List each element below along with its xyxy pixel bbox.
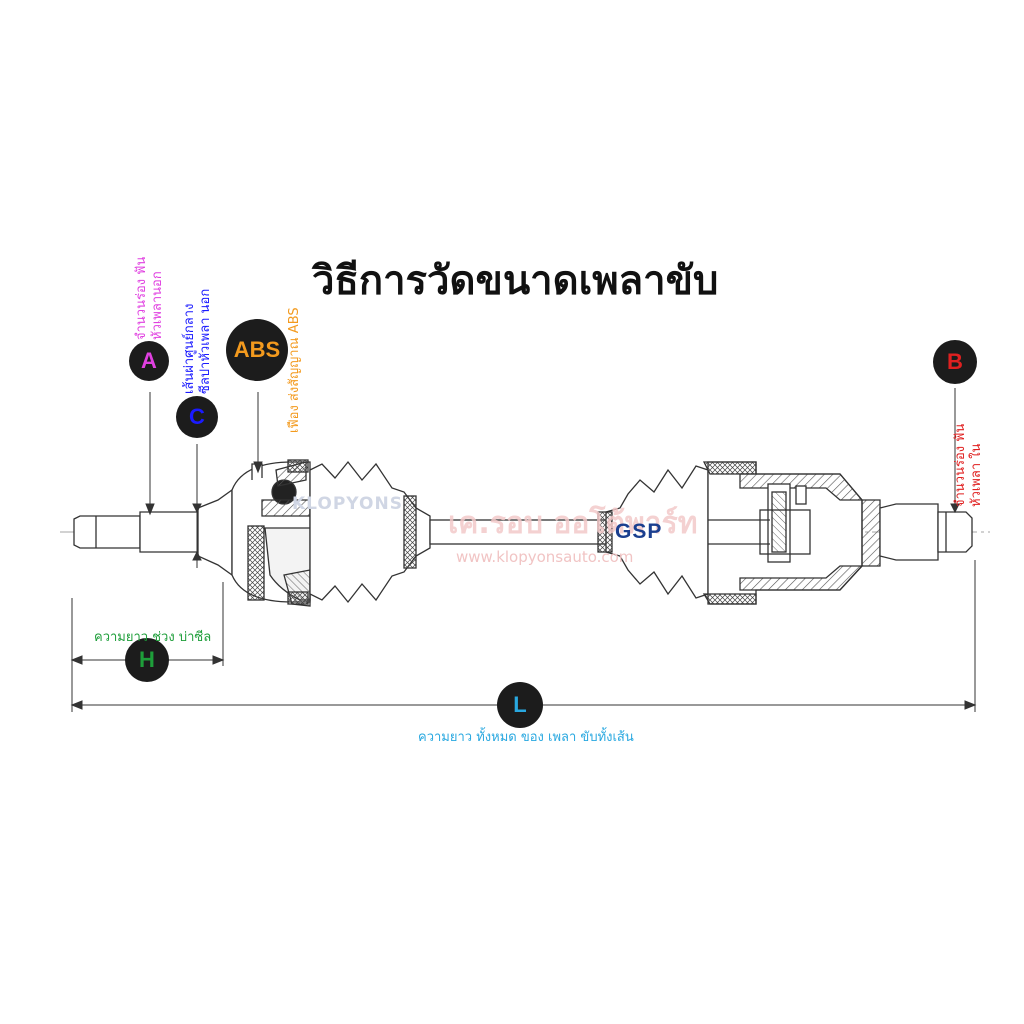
marker-b-badge: B	[933, 340, 977, 384]
marker-c-label-line1: เส้นผ่าศูนย์กลาง	[182, 303, 197, 394]
watermark-shop-name: เค.รอบ ออโต้พาร์ท	[448, 506, 698, 541]
marker-a-badge: A	[129, 341, 169, 381]
marker-c-badge: C	[176, 396, 218, 438]
marker-c-label: เส้นผ่าศูนย์กลาง ซีลปาหัวเพลา นอก	[182, 278, 218, 394]
page-title: วิธีการวัดขนาดเพลาขับ	[312, 258, 719, 304]
marker-h-label: ความยาว ช่วง บ่าซีล	[94, 630, 212, 645]
marker-a-label-line1: จำนวนร่อง ฟัน	[134, 256, 149, 340]
gsp-logo: GSP	[615, 520, 663, 543]
marker-abs-label: เฟือง ส่งสัญญาณ ABS	[287, 307, 302, 433]
outer-stub-shaft	[73, 488, 233, 577]
marker-b-label-line2: หัวเพลา ใน	[969, 443, 984, 507]
main-shaft	[429, 519, 607, 545]
abs-tone-ring	[247, 525, 265, 601]
watermark-logo: KLOPYONS	[292, 494, 403, 514]
leader-lines	[145, 388, 960, 568]
outer-cv-joint	[231, 461, 311, 607]
inner-boot	[597, 465, 709, 599]
marker-l-badge: L	[497, 682, 543, 728]
marker-b-label-line1: จำนวนร่อง ฟัน	[953, 423, 968, 507]
watermark-url: www.klopyonsauto.com	[456, 548, 634, 566]
marker-a-label: จำนวนร่อง ฟัน หัวเพลานอก	[134, 240, 170, 340]
marker-c-label-line2: ซีลปาหัวเพลา นอก	[198, 288, 213, 394]
marker-a-label-line2: หัวเพลานอก	[150, 271, 165, 340]
inner-cv-housing	[702, 461, 881, 605]
marker-l-label: ความยาว ทั้งหมด ของ เพลา ขับทั้งเส้น	[418, 730, 634, 745]
inner-stub-shaft	[879, 503, 973, 561]
marker-abs-badge: ABS	[226, 319, 288, 381]
marker-h-badge: H	[125, 638, 169, 682]
marker-b-label: จำนวนร่อง ฟัน หัวเพลา ใน	[953, 401, 989, 507]
outer-boot	[287, 459, 431, 605]
